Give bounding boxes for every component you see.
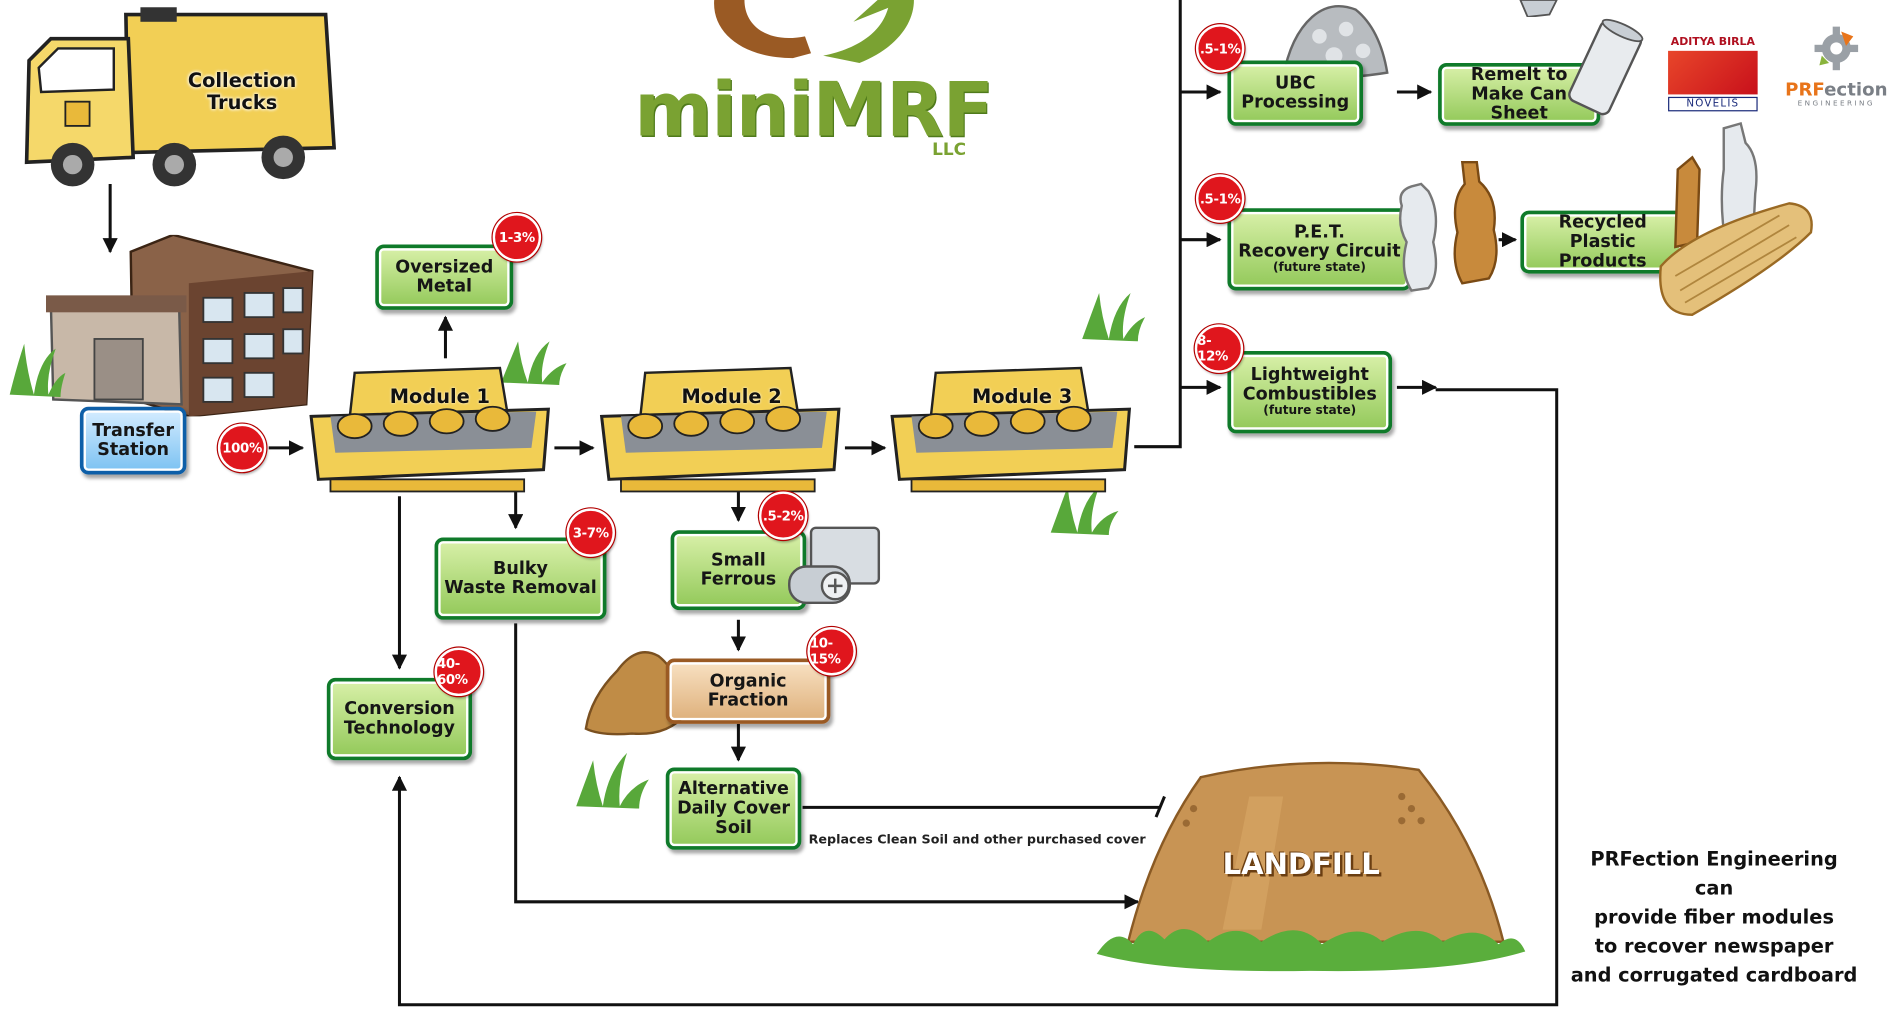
ubc-percent-badge: .5-1% xyxy=(1195,24,1245,73)
fiber-modules-note: PRFection Engineering can provide fiber … xyxy=(1570,847,1858,987)
grass-icon xyxy=(9,343,66,398)
brand-logo: miniMRF xyxy=(634,65,994,154)
plastic-products-icon xyxy=(1659,121,1813,316)
gear-icon xyxy=(1814,26,1859,71)
module-1-label: Module 1 xyxy=(389,384,491,408)
line-module3-trunk xyxy=(1134,0,1182,449)
replaces-soil-note: Replaces Clean Soil and other purchased … xyxy=(808,832,1146,848)
brand-suffix: LLC xyxy=(932,140,967,160)
landfill-label: LANDFILL xyxy=(1222,847,1380,882)
steel-can-icon xyxy=(788,526,881,605)
can-fragment-icon xyxy=(1519,0,1558,17)
bulky-percent-badge: 3-7% xyxy=(566,508,615,557)
landfill-mound-icon xyxy=(1096,761,1526,972)
aditya-birla-logo: ADITYA BIRLA NOVELIS xyxy=(1668,36,1758,112)
module-2-label: Module 2 xyxy=(681,384,782,408)
lightweight-percent-badge: 8-12% xyxy=(1194,324,1244,373)
transfer-percent-badge: 100% xyxy=(217,423,267,473)
module-3-machine-icon xyxy=(890,366,1132,493)
pet-percent-badge: .5-1% xyxy=(1195,174,1245,223)
arrow-bulky-to-landfill xyxy=(514,623,1140,910)
grass-icon xyxy=(501,341,567,385)
prfection-logo: PRFection ENGINEERING xyxy=(1777,24,1896,111)
module-2-machine-icon xyxy=(599,366,841,493)
pet-recovery-box: P.E.T.Recovery Circuit(future state) xyxy=(1227,208,1412,291)
module-1-machine-icon xyxy=(309,366,550,493)
recycle-arrows-icon xyxy=(714,0,914,63)
grass-icon xyxy=(576,752,649,809)
crushed-cans-icon xyxy=(1281,4,1389,80)
pet-bottles-icon xyxy=(1398,160,1498,292)
transfer-station-building-icon xyxy=(45,234,314,417)
arrow-lightweight-to-conversion xyxy=(391,388,1559,1007)
module-3-label: Module 3 xyxy=(972,384,1073,408)
aluminum-can-icon xyxy=(1568,18,1644,116)
oversized-percent-badge: 1-3% xyxy=(492,213,542,262)
grass-icon xyxy=(1050,486,1119,536)
ferrous-percent-badge: .5-2% xyxy=(758,491,808,540)
grass-icon xyxy=(1082,292,1146,342)
conversion-percent-badge: 40-60% xyxy=(434,647,483,697)
organic-percent-badge: 10-15% xyxy=(807,627,856,676)
collection-truck-icon xyxy=(24,7,337,187)
